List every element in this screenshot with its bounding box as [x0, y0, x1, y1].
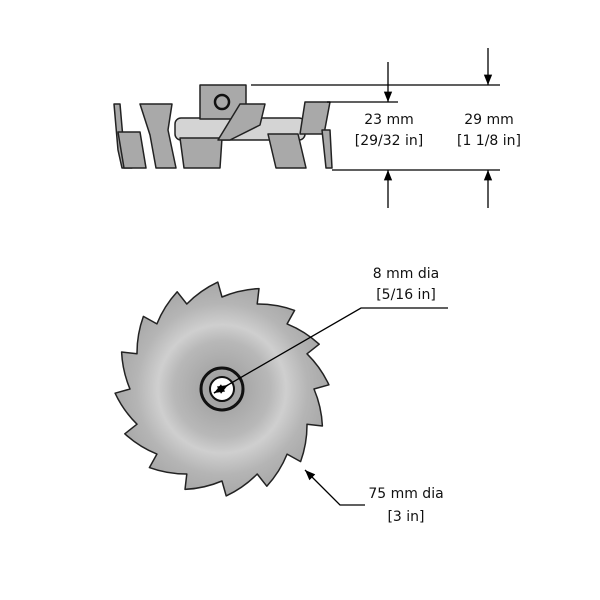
- dim-bore-metric: 8 mm dia: [373, 266, 439, 282]
- dim-outer-imperial: [3 in]: [387, 509, 424, 525]
- dim-29mm-imperial: [1 1/8 in]: [457, 133, 521, 149]
- dim-23mm-imperial: [29/32 in]: [355, 133, 423, 149]
- blade: [179, 137, 223, 169]
- side-view-part: [113, 84, 333, 169]
- blade: [139, 103, 177, 169]
- hub-ring: [199, 366, 245, 412]
- blade: [117, 131, 147, 169]
- blade: [267, 133, 307, 169]
- arrow-bore: [213, 384, 229, 394]
- set-screw-icon: [213, 93, 231, 111]
- dim-23mm-metric: 23 mm: [364, 112, 414, 128]
- top-view-dimensions: 8 mm dia [5/16 in] 75 mm dia [3 in]: [213, 266, 448, 525]
- leader-outer: [304, 469, 365, 506]
- blade: [321, 129, 333, 169]
- blade: [217, 103, 266, 141]
- leader-bore: [213, 307, 448, 394]
- dim-outer-metric: 75 mm dia: [368, 486, 443, 502]
- blade: [299, 101, 331, 135]
- dim-bore-imperial: [5/16 in]: [376, 287, 436, 303]
- side-view-dimensions: 23 mm [29/32 in] 29 mm [1 1/8 in]: [251, 48, 521, 208]
- dim-29mm-metric: 29 mm: [464, 112, 514, 128]
